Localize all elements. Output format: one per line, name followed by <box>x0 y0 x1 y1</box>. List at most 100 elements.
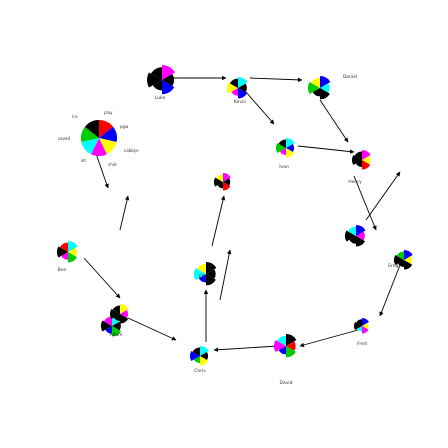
legend-label-6: int <box>81 158 87 163</box>
edge-2 <box>245 91 275 125</box>
node-glyph-n10-segment-1 <box>404 256 413 264</box>
node-glyph-adam-segment-5 <box>103 316 112 326</box>
node-glyph-efin <box>194 262 217 286</box>
node-glyph-n14-segment-3 <box>193 356 200 363</box>
node-glyph-ivan-segment-5 <box>278 139 286 148</box>
node-glyph-n10-segment-4 <box>394 255 404 265</box>
node-glyph-n10-segment-0 <box>404 250 413 260</box>
node-glyph-ben-segment-3 <box>61 252 68 260</box>
node-glyph-fred-segment-3 <box>357 326 362 332</box>
node-glyph-n4-segment-1 <box>320 83 330 93</box>
node-glyph-david <box>274 334 297 358</box>
node-label-david: David <box>280 380 293 386</box>
node-glyph-ivan-segment-0 <box>286 138 295 148</box>
node-glyph-efin-segment-5 <box>197 263 206 274</box>
node-glyph-n14 <box>190 346 209 366</box>
node-glyph-fred-segment-0 <box>362 318 369 326</box>
edge-11 <box>211 195 226 247</box>
node-glyph-n10-segment-5 <box>396 251 404 260</box>
node-glyph-luke-segment-5 <box>150 67 162 80</box>
node-glyph-n14-segment-2 <box>200 356 209 366</box>
legend-glyph-segment-4 <box>81 138 99 155</box>
node-glyph-ben-segment-4 <box>56 246 68 258</box>
node-glyph-n19-segment-4 <box>214 177 223 187</box>
node-glyph-n14-segment-1 <box>200 352 209 360</box>
node-glyph-luke-segment-3 <box>152 80 162 91</box>
node-glyph-fred-segment-4 <box>353 322 362 330</box>
node-glyph-n4-segment-0 <box>320 76 331 88</box>
node-glyph-n19-segment-2 <box>223 182 231 191</box>
node-glyph-fred-segment-1 <box>362 322 369 330</box>
node-glyph-fred-segment-5 <box>356 319 362 326</box>
legend-glyph-segment-1 <box>99 126 118 143</box>
node-label-ben: Ben <box>58 267 67 273</box>
node-glyph-n4-segment-5 <box>311 77 320 88</box>
node-glyph-n14-segment-0 <box>200 346 209 356</box>
node-glyph-n14-segment-5 <box>192 347 200 356</box>
node-glyph-n9 <box>344 225 366 247</box>
node-glyph-n22-segment-2 <box>120 314 129 324</box>
node-glyph-n9-segment-0 <box>356 225 366 236</box>
node-label-efin: Efin <box>199 274 208 280</box>
legend-label-5: chid <box>108 162 117 167</box>
node-glyph-efin-segment-2 <box>206 274 216 286</box>
node-glyph-n4-segment-4 <box>308 82 320 94</box>
node-label-chris: Chris <box>194 368 206 374</box>
edge-4 <box>297 145 355 154</box>
node-glyph-david-segment-5 <box>277 335 286 346</box>
edge-9 <box>213 345 279 352</box>
legend-glyph-segment-2 <box>99 138 117 155</box>
node-glyph-n4 <box>308 76 331 100</box>
node-glyph-n10 <box>394 250 413 270</box>
node-glyph-n14-segment-4 <box>190 351 200 361</box>
node-glyph-n2-segment-5 <box>229 78 238 88</box>
node-label-adam: Adam <box>110 332 123 338</box>
node-glyph-david-segment-0 <box>286 334 297 346</box>
node-glyph-n7-segment-2 <box>362 160 371 170</box>
node-glyph-n22-segment-0 <box>120 304 129 314</box>
edge-16 <box>219 249 232 301</box>
node-label-luke: Luke <box>155 95 166 101</box>
node-glyph-n7-segment-0 <box>362 150 371 160</box>
node-glyph-n10-segment-2 <box>404 260 413 270</box>
node-glyph-n7-segment-1 <box>362 156 371 164</box>
node-label-greg: Greg <box>388 263 399 269</box>
node-glyph-n22-segment-3 <box>113 314 120 321</box>
node-glyph-efin-segment-1 <box>206 269 216 279</box>
node-glyph-luke <box>147 65 175 95</box>
node-glyph-fred-segment-2 <box>362 326 369 334</box>
node-glyph-n22-segment-5 <box>112 305 120 314</box>
legend-label-2: pgw <box>120 124 129 129</box>
node-glyph-n2-segment-4 <box>226 82 238 94</box>
node-glyph-n22-segment-1 <box>120 310 129 318</box>
node-label-daniel: Daniel <box>343 74 357 80</box>
node-glyph-n9-segment-4 <box>344 230 356 242</box>
node-glyph-ben-segment-5 <box>59 242 68 252</box>
node-glyph-n2-segment-1 <box>238 83 247 93</box>
node-glyph-n19-segment-3 <box>217 182 223 189</box>
node-glyph-n19-segment-5 <box>216 174 223 182</box>
node-glyph-n22-segment-4 <box>110 309 120 319</box>
node-glyph-ben-segment-1 <box>68 247 77 257</box>
legend-glyph-segment-3 <box>91 138 107 157</box>
edge-13 <box>83 257 121 299</box>
edge-7 <box>379 259 403 317</box>
node-glyph-n22 <box>110 304 129 324</box>
edge-3 <box>319 99 349 143</box>
edge-15 <box>119 195 130 231</box>
node-glyph-adam-segment-4 <box>100 320 112 332</box>
node-glyph-ben <box>56 240 78 263</box>
node-glyph-efin-segment-3 <box>198 274 206 283</box>
edges-layer <box>83 75 403 352</box>
node-glyph-n2-segment-3 <box>231 88 238 96</box>
node-label-fred: Fred <box>357 341 367 347</box>
node-glyph-ben-segment-2 <box>68 252 78 263</box>
node-glyph-n9-segment-5 <box>347 226 356 236</box>
node-glyph-n7-segment-5 <box>354 151 362 160</box>
node-glyph-david-segment-1 <box>286 341 296 351</box>
node-glyph-david-segment-3 <box>278 346 286 355</box>
legend-glyph-segment-5 <box>80 126 99 143</box>
node-glyph-n19-segment-1 <box>223 178 231 186</box>
node-glyph-n4-segment-2 <box>320 88 330 100</box>
